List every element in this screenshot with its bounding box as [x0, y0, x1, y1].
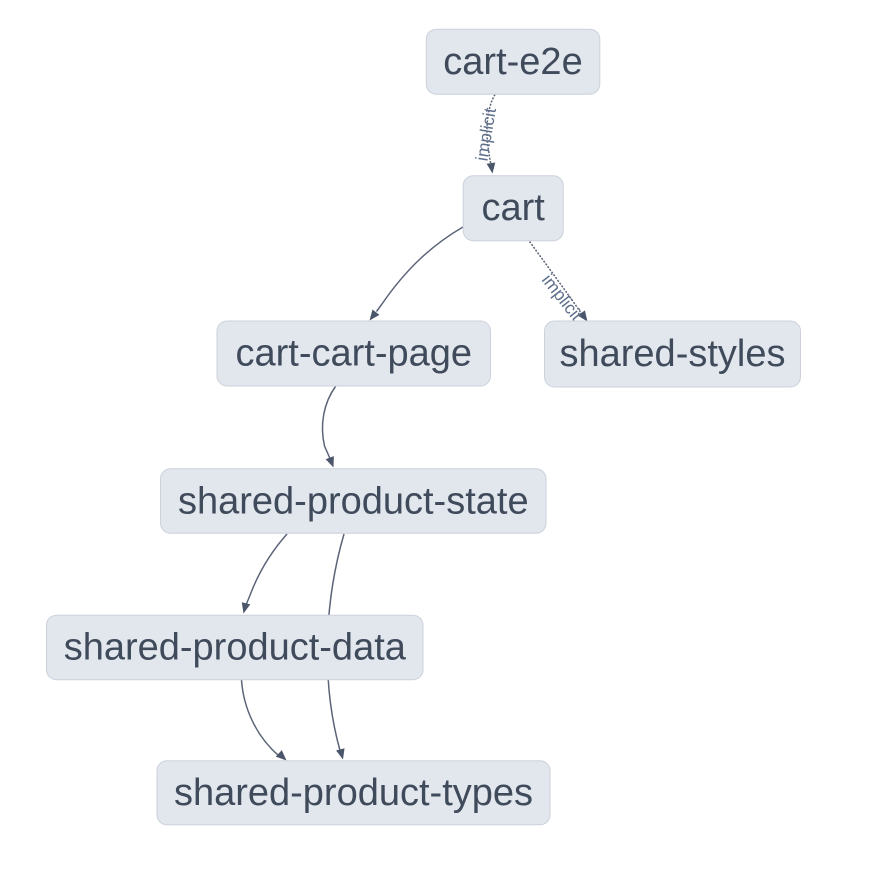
svg-text:cart-cart-page: cart-cart-page	[236, 333, 473, 375]
svg-text:shared-product-data: shared-product-data	[64, 627, 407, 669]
svg-text:implicit: implicit	[472, 106, 500, 162]
svg-text:shared-product-types: shared-product-types	[174, 772, 533, 814]
svg-text:implicit: implicit	[538, 270, 587, 324]
svg-text:cart-e2e: cart-e2e	[443, 41, 582, 83]
svg-text:shared-styles: shared-styles	[560, 333, 786, 375]
svg-text:shared-product-state: shared-product-state	[178, 480, 529, 522]
svg-text:cart: cart	[482, 187, 546, 229]
